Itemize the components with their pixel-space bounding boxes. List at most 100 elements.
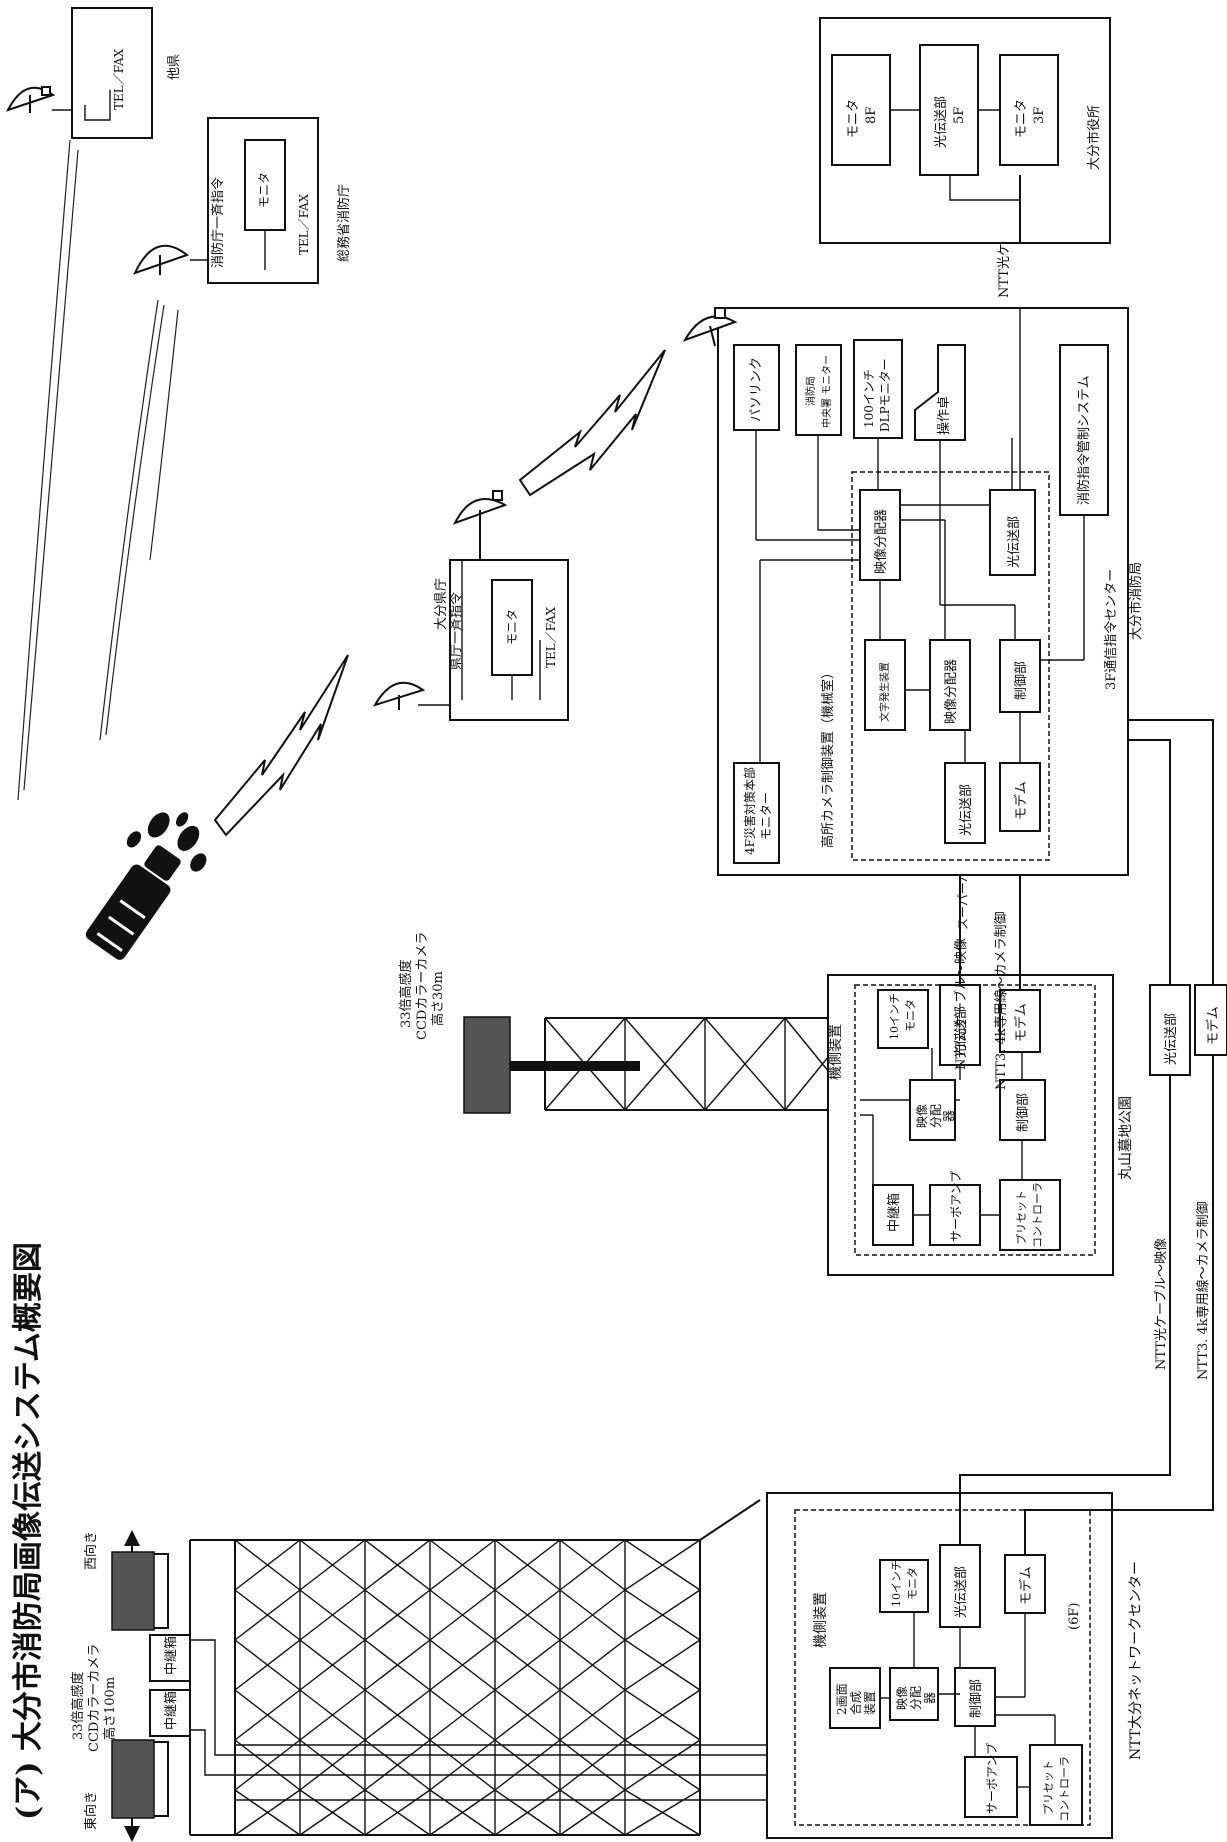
truss-brace: [624, 1589, 701, 1641]
ntt-videodist-2: 分配: [909, 1686, 923, 1710]
ntt-videodist-box: [889, 1667, 939, 1721]
maru-cam-desc-2: CCDカラーカメラ: [415, 932, 430, 1040]
ntt-cam-desc-2: CCDカラーカメラ: [87, 1644, 102, 1752]
truss-brace: [299, 1739, 366, 1791]
maru-relay-label: 中継箱: [886, 1193, 902, 1232]
ntt-preset-label-1: プリセット: [1042, 1760, 1055, 1815]
ntt-composite-1: 2画面: [835, 1683, 849, 1715]
fire-monitor-1: 消防局: [804, 376, 817, 406]
truss-brace: [494, 1539, 561, 1591]
ntt-network-center: 33倍高感度 CCDカラーカメラ 高さ100m 東向き 西向き 中継箱 中継箱: [70, 1492, 1144, 1842]
maru-monitor10-1: 10インチ: [888, 993, 901, 1040]
city-mon8-2: 8F: [864, 107, 879, 124]
truss-brace: [494, 1639, 561, 1691]
ntt-modem-label: モデム: [1018, 1566, 1034, 1605]
ntt-composite-3: 装置: [863, 1691, 877, 1715]
truss-brace: [559, 1739, 626, 1791]
city-mon3-box: [999, 54, 1059, 166]
truss-brace: [544, 1017, 626, 1111]
truss-brace: [364, 1789, 431, 1836]
diagram-title: (ア) 大分市消防局画像伝送システム概要図: [11, 1242, 46, 1820]
maru-preset-1: プリセット: [1015, 1190, 1028, 1245]
maru-optical-label: 光伝送部: [954, 1006, 969, 1058]
truss-brace: [494, 1789, 561, 1836]
truss-brace: [364, 1689, 431, 1741]
truss-brace: [364, 1739, 431, 1791]
truss-brace: [494, 1689, 561, 1741]
hq-control-label: 制御部: [1014, 661, 1029, 700]
fire-hq-dish-icon: [682, 307, 738, 347]
fdma-name: 総務省消防庁: [336, 184, 352, 262]
dispatch-box: [1059, 344, 1109, 516]
truss-brace: [234, 1739, 301, 1791]
truss-brace: [234, 1689, 301, 1741]
ntt-center-name: NTT大分ネットワークセンター: [1128, 1561, 1144, 1760]
ntt-optical-label: 光伝送部: [954, 1566, 969, 1618]
hq-optical-b-label: 光伝送部: [1007, 516, 1022, 568]
hq-videodist-a-box: [929, 639, 971, 731]
truss-brace: [299, 1589, 366, 1641]
fire-hq-name-2: 大分市消防局: [1128, 562, 1144, 640]
ntt-monitor10-box: [879, 1559, 929, 1613]
ntt-cam-desc-1: 33倍高感度: [70, 1671, 86, 1740]
lightning-bolt-1-icon: [213, 654, 349, 837]
truss-brace: [494, 1739, 561, 1791]
truss-brace: [559, 1639, 626, 1691]
console-shape: [914, 344, 966, 441]
city-optical-box: [919, 44, 979, 176]
ntt-cam-desc-3: 高さ100m: [102, 1677, 118, 1740]
truss-brace: [234, 1539, 301, 1591]
truss-brace: [624, 1689, 701, 1741]
ntt-videodist-3: 器: [923, 1692, 937, 1704]
ntt-tower-truss: [234, 1539, 701, 1836]
dlp-monitor-2: DLPモニター: [878, 358, 892, 432]
camera-ctrl-dashed: [851, 471, 1050, 861]
fdma-telfax: TEL／FAX: [297, 193, 311, 255]
truss-brace: [429, 1689, 496, 1741]
truss-brace: [299, 1789, 366, 1836]
link-optical-box: [1149, 984, 1191, 1076]
pref-monitor-box: [491, 579, 533, 676]
hq-optical-a-label: 光伝送部: [959, 784, 974, 836]
pc-link-label: パソリンク: [749, 357, 764, 422]
hq-optical-a-box: [944, 762, 986, 844]
city-hall: モニタ 8F 光伝送部 5F モニタ 3F 大分市役所: [819, 17, 1111, 244]
ntt-monitor10-1: 10インチ: [890, 1560, 903, 1607]
maru-optical-box: [939, 984, 981, 1066]
truss-brace: [559, 1689, 626, 1741]
truss-brace: [364, 1589, 431, 1641]
ntt-east-label: 東向き: [83, 1791, 99, 1830]
truss-brace: [234, 1589, 301, 1641]
maru-monitor10-box: [877, 989, 929, 1049]
truss-brace: [559, 1539, 626, 1591]
truss-brace: [429, 1789, 496, 1836]
dlp-monitor-1: 100インチ: [862, 369, 876, 428]
fire-monitor-2: 中央署 モニター: [820, 355, 833, 428]
city-optical-1: 光伝送部: [934, 96, 949, 148]
ntt-equipment-dashed: [794, 1509, 1091, 1826]
maru-control-label: 制御部: [1016, 1093, 1031, 1132]
fdma-monitor-box: [244, 139, 286, 231]
satellite-icon: [85, 812, 207, 960]
truss-brace: [299, 1539, 366, 1591]
hq-videodist-b-box: [859, 489, 901, 581]
maru-monitor10-2: モニタ: [904, 999, 917, 1032]
ntt-servo-label: サーボアンプ: [985, 1743, 999, 1814]
other-prefs: TEL／FAX 他県: [5, 7, 182, 139]
pref-name: 大分県庁: [434, 578, 449, 630]
pref-broadcast: 県庁一斉指令: [448, 592, 464, 670]
fire-hq-name-1: 3F通信指令センター: [1104, 569, 1119, 690]
ntt-floor-label: (6F): [1067, 1603, 1082, 1630]
hq-char-gen-label: 文字発生装置: [878, 662, 891, 722]
console-label: 操作卓: [936, 396, 952, 435]
other-name: 他県: [167, 54, 182, 80]
maru-videodist-3: 器: [942, 1110, 956, 1122]
hq-optical-b-box: [989, 489, 1036, 576]
truss-brace: [429, 1589, 496, 1641]
link-modem-box: [1194, 984, 1227, 1056]
maru-modem-label: モデム: [1013, 1003, 1029, 1042]
link-ntt-fiber: NTT光ケーブル～映像: [1153, 1238, 1169, 1370]
pref-telfax: TEL／FAX: [544, 606, 558, 668]
truss-brace: [364, 1639, 431, 1691]
